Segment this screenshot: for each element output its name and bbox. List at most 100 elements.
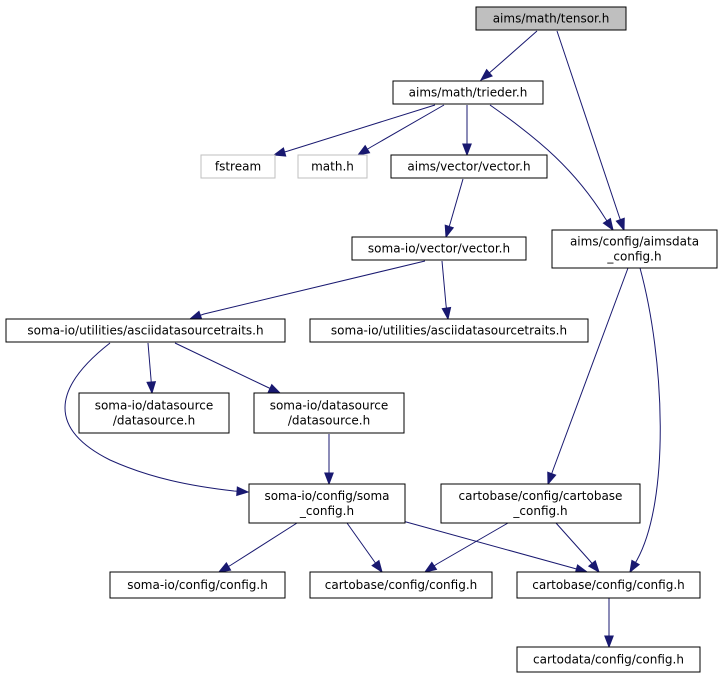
edge-arrowhead (267, 383, 282, 394)
node-label: soma-io/config/soma (264, 489, 389, 503)
node-label: _config.h (606, 250, 661, 264)
node-box (351, 236, 527, 261)
edge-arrowhead (602, 217, 614, 232)
edge-line (489, 104, 614, 231)
node-ascii_b[interactable]: soma-io/utilities/asciidatasourcetraits.… (309, 318, 589, 343)
edge-line (218, 522, 298, 573)
edge-line (629, 267, 661, 573)
edge-line (398, 519, 588, 573)
node-ascii_a[interactable]: soma-io/utilities/asciidatasourcetraits.… (5, 318, 286, 343)
node-box (516, 646, 701, 673)
edge-arrowhead (272, 147, 287, 157)
node-math: math.h (297, 154, 368, 179)
node-fstream: fstream (200, 154, 276, 179)
edge-somaio_vector-to-ascii_b (441, 260, 452, 321)
edge-arrowhead (604, 635, 614, 649)
edge-arrowhead (441, 306, 452, 321)
edge-somaio_vector-to-ascii_a (188, 260, 426, 320)
edge-arrowhead (236, 486, 250, 497)
node-datasource_a[interactable]: soma-io/datasource/datasource.h (78, 392, 230, 434)
node-box (297, 154, 368, 179)
node-label: math.h (311, 160, 354, 174)
edge-arrowhead (547, 471, 557, 486)
edge-arrowhead (587, 559, 600, 574)
edge-tensor-to-aimsdata_config (556, 30, 625, 232)
edge-aims_vector-to-somaio_vector (444, 178, 464, 239)
edge-line (189, 260, 426, 320)
node-label: aims/config/aimsdata (570, 235, 699, 249)
edge-arrowhead (462, 143, 472, 157)
node-box (253, 392, 405, 434)
node-label: cartobase/config/config.h (532, 578, 684, 592)
node-box (78, 392, 230, 434)
node-cartobase_config_a[interactable]: cartobase/config/config.h (309, 571, 493, 599)
edge-line (273, 104, 436, 156)
node-label: soma-io/utilities/asciidatasourcetraits.… (27, 324, 263, 338)
edge-line (547, 267, 629, 485)
edge-trieder-to-aims_vector (462, 105, 472, 157)
edge-arrowhead (479, 68, 493, 81)
edge-datasource_b-to-somaio_soma_config (324, 434, 334, 486)
node-cartobase_cartobase_config[interactable]: cartobase/config/cartobase_config.h (440, 483, 641, 524)
node-box (392, 80, 544, 105)
edge-arrowhead (217, 561, 232, 573)
edge-line (556, 30, 625, 231)
edge-ascii_a-to-datasource_b (174, 342, 282, 394)
node-somaio_config[interactable]: soma-io/config/config.h (109, 571, 286, 599)
node-box (109, 571, 286, 599)
edge-trieder-to-math (356, 104, 445, 156)
edge-arrowhead (356, 144, 371, 156)
node-label: soma-io/datasource (95, 399, 214, 413)
node-box (248, 483, 406, 524)
node-box (5, 318, 286, 343)
edge-ascii_a-to-somaio_soma_config (64, 342, 250, 497)
node-cartodata_config[interactable]: cartodata/config/config.h (516, 646, 701, 673)
node-box (309, 318, 589, 343)
edge-cartobase_cartobase_config-to-cartobase_config_b (555, 522, 600, 574)
node-label: soma-io/datasource (270, 399, 389, 413)
edge-line (357, 104, 445, 156)
edge-arrowhead (371, 559, 383, 574)
edge-somaio_soma_config-to-somaio_config (217, 522, 298, 573)
node-box (390, 154, 548, 179)
edge-cartobase_cartobase_config-to-cartobase_config_a (423, 522, 509, 573)
edge-arrowhead (444, 224, 455, 239)
edge-somaio_soma_config-to-cartobase_config_a (346, 522, 383, 574)
edge-trieder-to-fstream (272, 104, 436, 157)
edge-arrowhead (146, 381, 157, 395)
node-label: aims/vector/vector.h (407, 160, 530, 174)
node-label: fstream (215, 160, 261, 174)
edge-aimsdata_config-to-cartobase_config_b (629, 267, 661, 574)
node-aimsdata_config[interactable]: aims/config/aimsdata_config.h (551, 229, 718, 269)
node-cartobase_config_b[interactable]: cartobase/config/config.h (516, 571, 701, 599)
node-somaio_soma_config[interactable]: soma-io/config/soma_config.h (248, 483, 406, 524)
node-box (200, 154, 276, 179)
edge-arrowhead (615, 217, 625, 232)
node-box (309, 571, 493, 599)
node-label: cartodata/config/config.h (533, 653, 684, 667)
node-trieder[interactable]: aims/math/trieder.h (392, 80, 544, 105)
edge-cartobase_config_b-to-cartodata_config (604, 598, 614, 649)
node-box (551, 229, 718, 269)
node-aims_vector[interactable]: aims/vector/vector.h (390, 154, 548, 179)
node-box (475, 6, 627, 31)
edge-somaio_soma_config-to-cartobase_config_b (398, 519, 589, 574)
node-label: cartobase/config/cartobase (459, 489, 623, 503)
node-label: _config.h (512, 504, 567, 518)
node-label: aims/math/tensor.h (493, 12, 610, 26)
graph-edges (64, 30, 661, 649)
node-datasource_b[interactable]: soma-io/datasource/datasource.h (253, 392, 405, 434)
edge-arrowhead (423, 561, 438, 573)
node-box (516, 571, 701, 599)
graph-nodes: aims/math/tensor.h aims/math/trieder.h fst… (5, 6, 718, 673)
node-label: aims/math/trieder.h (409, 86, 528, 100)
edge-ascii_a-to-datasource_a (146, 342, 157, 395)
edge-aimsdata_config-to-cartobase_cartobase_config (547, 267, 629, 486)
edge-arrowhead (188, 310, 203, 320)
node-label: /datasource.h (288, 414, 370, 428)
node-label: soma-io/vector/vector.h (368, 242, 510, 256)
node-tensor: aims/math/tensor.h (475, 6, 627, 31)
node-somaio_vector[interactable]: soma-io/vector/vector.h (351, 236, 527, 261)
node-label: _config.h (299, 504, 354, 518)
